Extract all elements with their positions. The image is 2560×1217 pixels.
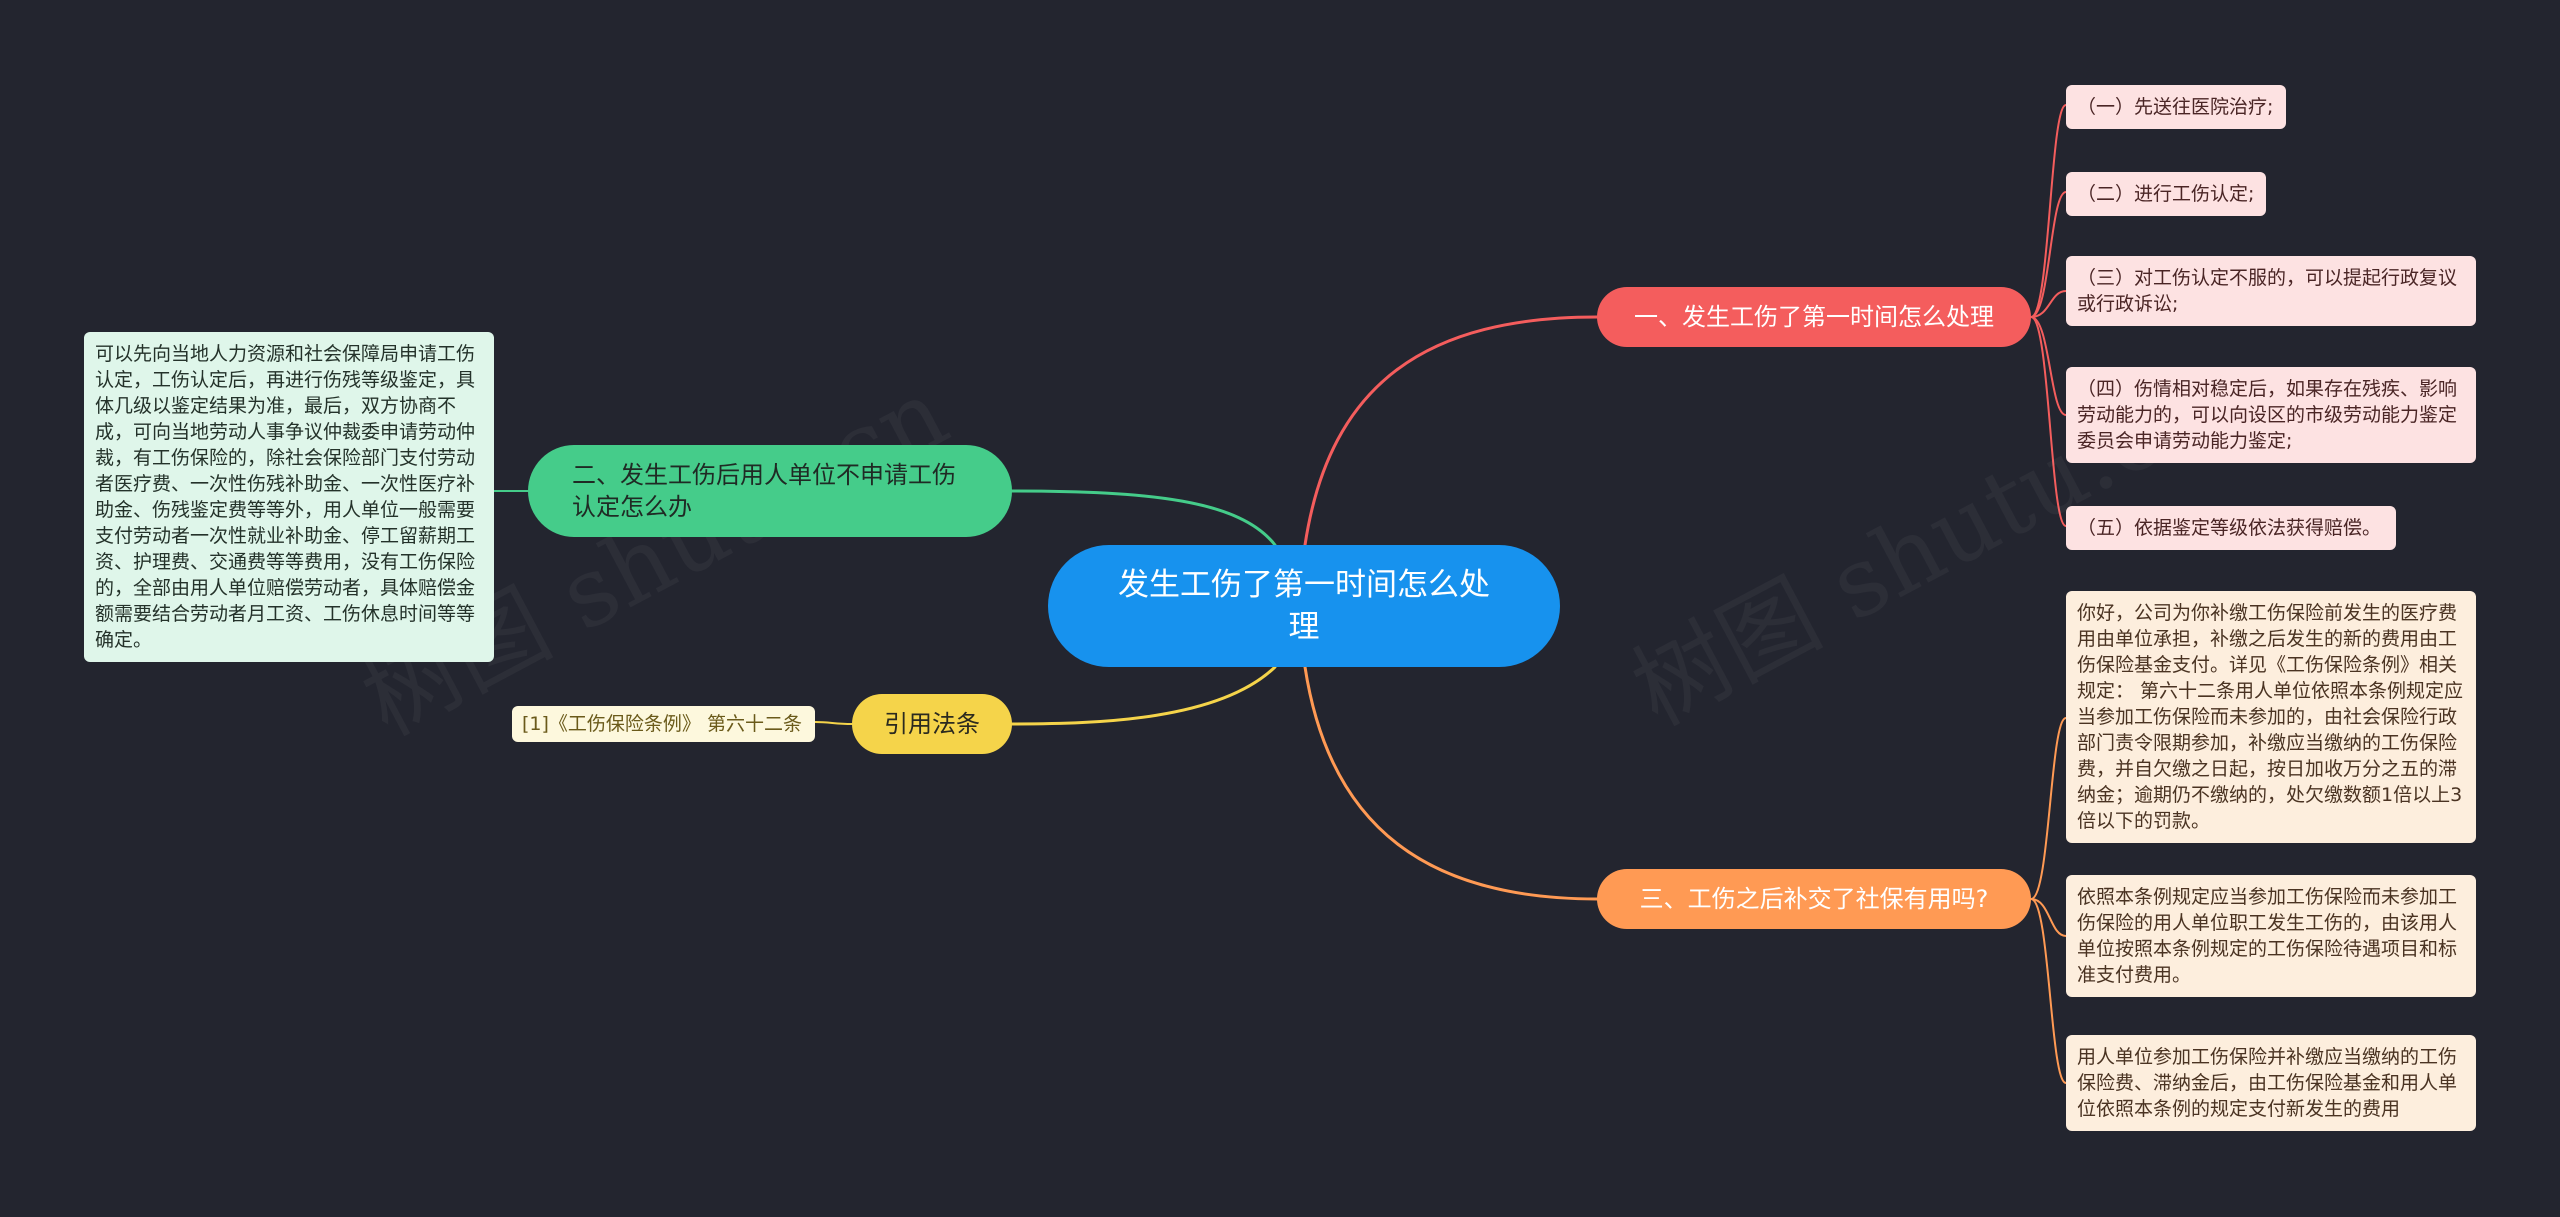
branch-label: 二、发生工伤后用人单位不申请工伤认定怎么办	[572, 461, 956, 521]
central-topic-label: 发生工伤了第一时间怎么处理	[1118, 567, 1490, 645]
link-b1-leaf1	[2030, 104, 2067, 318]
link-b1-leaf3	[2030, 290, 2067, 318]
leaf-employer-no-application-answer[interactable]: 可以先向当地人力资源和社会保障局申请工伤认定，工伤认定后，再进行伤残等级鉴定，具…	[84, 332, 494, 662]
leaf-backpay-answer-1[interactable]: 你好，公司为你补缴工伤保险前发生的医疗费用由单位承担，补缴之后发生的新的费用由工…	[2066, 591, 2476, 843]
link-b4-leaf1	[2030, 717, 2067, 900]
branch-cited-law[interactable]: 引用法条	[852, 694, 1012, 754]
leaf-step-2[interactable]: （二）进行工伤认定;	[2066, 172, 2266, 216]
link-b1-leaf5	[2030, 316, 2067, 527]
branch-first-time-handling[interactable]: 一、发生工伤了第一时间怎么处理	[1597, 287, 2031, 347]
leaf-step-3[interactable]: （三）对工伤认定不服的，可以提起行政复议或行政诉讼;	[2066, 256, 2476, 326]
leaf-step-1[interactable]: （一）先送往医院治疗;	[2066, 85, 2286, 129]
branch-social-insurance-backpay[interactable]: 三、工伤之后补交了社保有用吗?	[1597, 869, 2031, 929]
leaf-law-citation[interactable]: [1]《工伤保险条例》 第六十二条	[512, 706, 815, 742]
branch-label: 引用法条	[884, 710, 980, 738]
link-center-b1	[1303, 315, 1599, 547]
branch-label: 三、工伤之后补交了社保有用吗?	[1639, 885, 1989, 913]
link-b4-leaf2	[2030, 898, 2067, 937]
link-b1-leaf4	[2030, 316, 2067, 416]
central-topic[interactable]: 发生工伤了第一时间怎么处理	[1048, 545, 1560, 667]
link-center-b2	[1010, 489, 1277, 547]
link-b3-leaf1	[814, 721, 853, 725]
link-b4-leaf3	[2030, 898, 2067, 1084]
leaf-backpay-answer-2[interactable]: 依照本条例规定应当参加工伤保险而未参加工伤保险的用人单位职工发生工伤的，由该用人…	[2066, 875, 2476, 997]
leaf-step-5[interactable]: （五）依据鉴定等级依法获得赔偿。	[2066, 506, 2396, 550]
link-center-b4	[1303, 665, 1599, 901]
branch-employer-no-application[interactable]: 二、发生工伤后用人单位不申请工伤认定怎么办	[528, 445, 1012, 537]
link-b1-leaf2	[2030, 191, 2067, 318]
leaf-backpay-answer-3[interactable]: 用人单位参加工伤保险并补缴应当缴纳的工伤保险费、滞纳金后，由工伤保险基金和用人单…	[2066, 1035, 2476, 1131]
link-center-b3	[1010, 665, 1277, 726]
branch-label: 一、发生工伤了第一时间怎么处理	[1634, 303, 1994, 331]
leaf-step-4[interactable]: （四）伤情相对稳定后，如果存在残疾、影响劳动能力的，可以向设区的市级劳动能力鉴定…	[2066, 367, 2476, 463]
